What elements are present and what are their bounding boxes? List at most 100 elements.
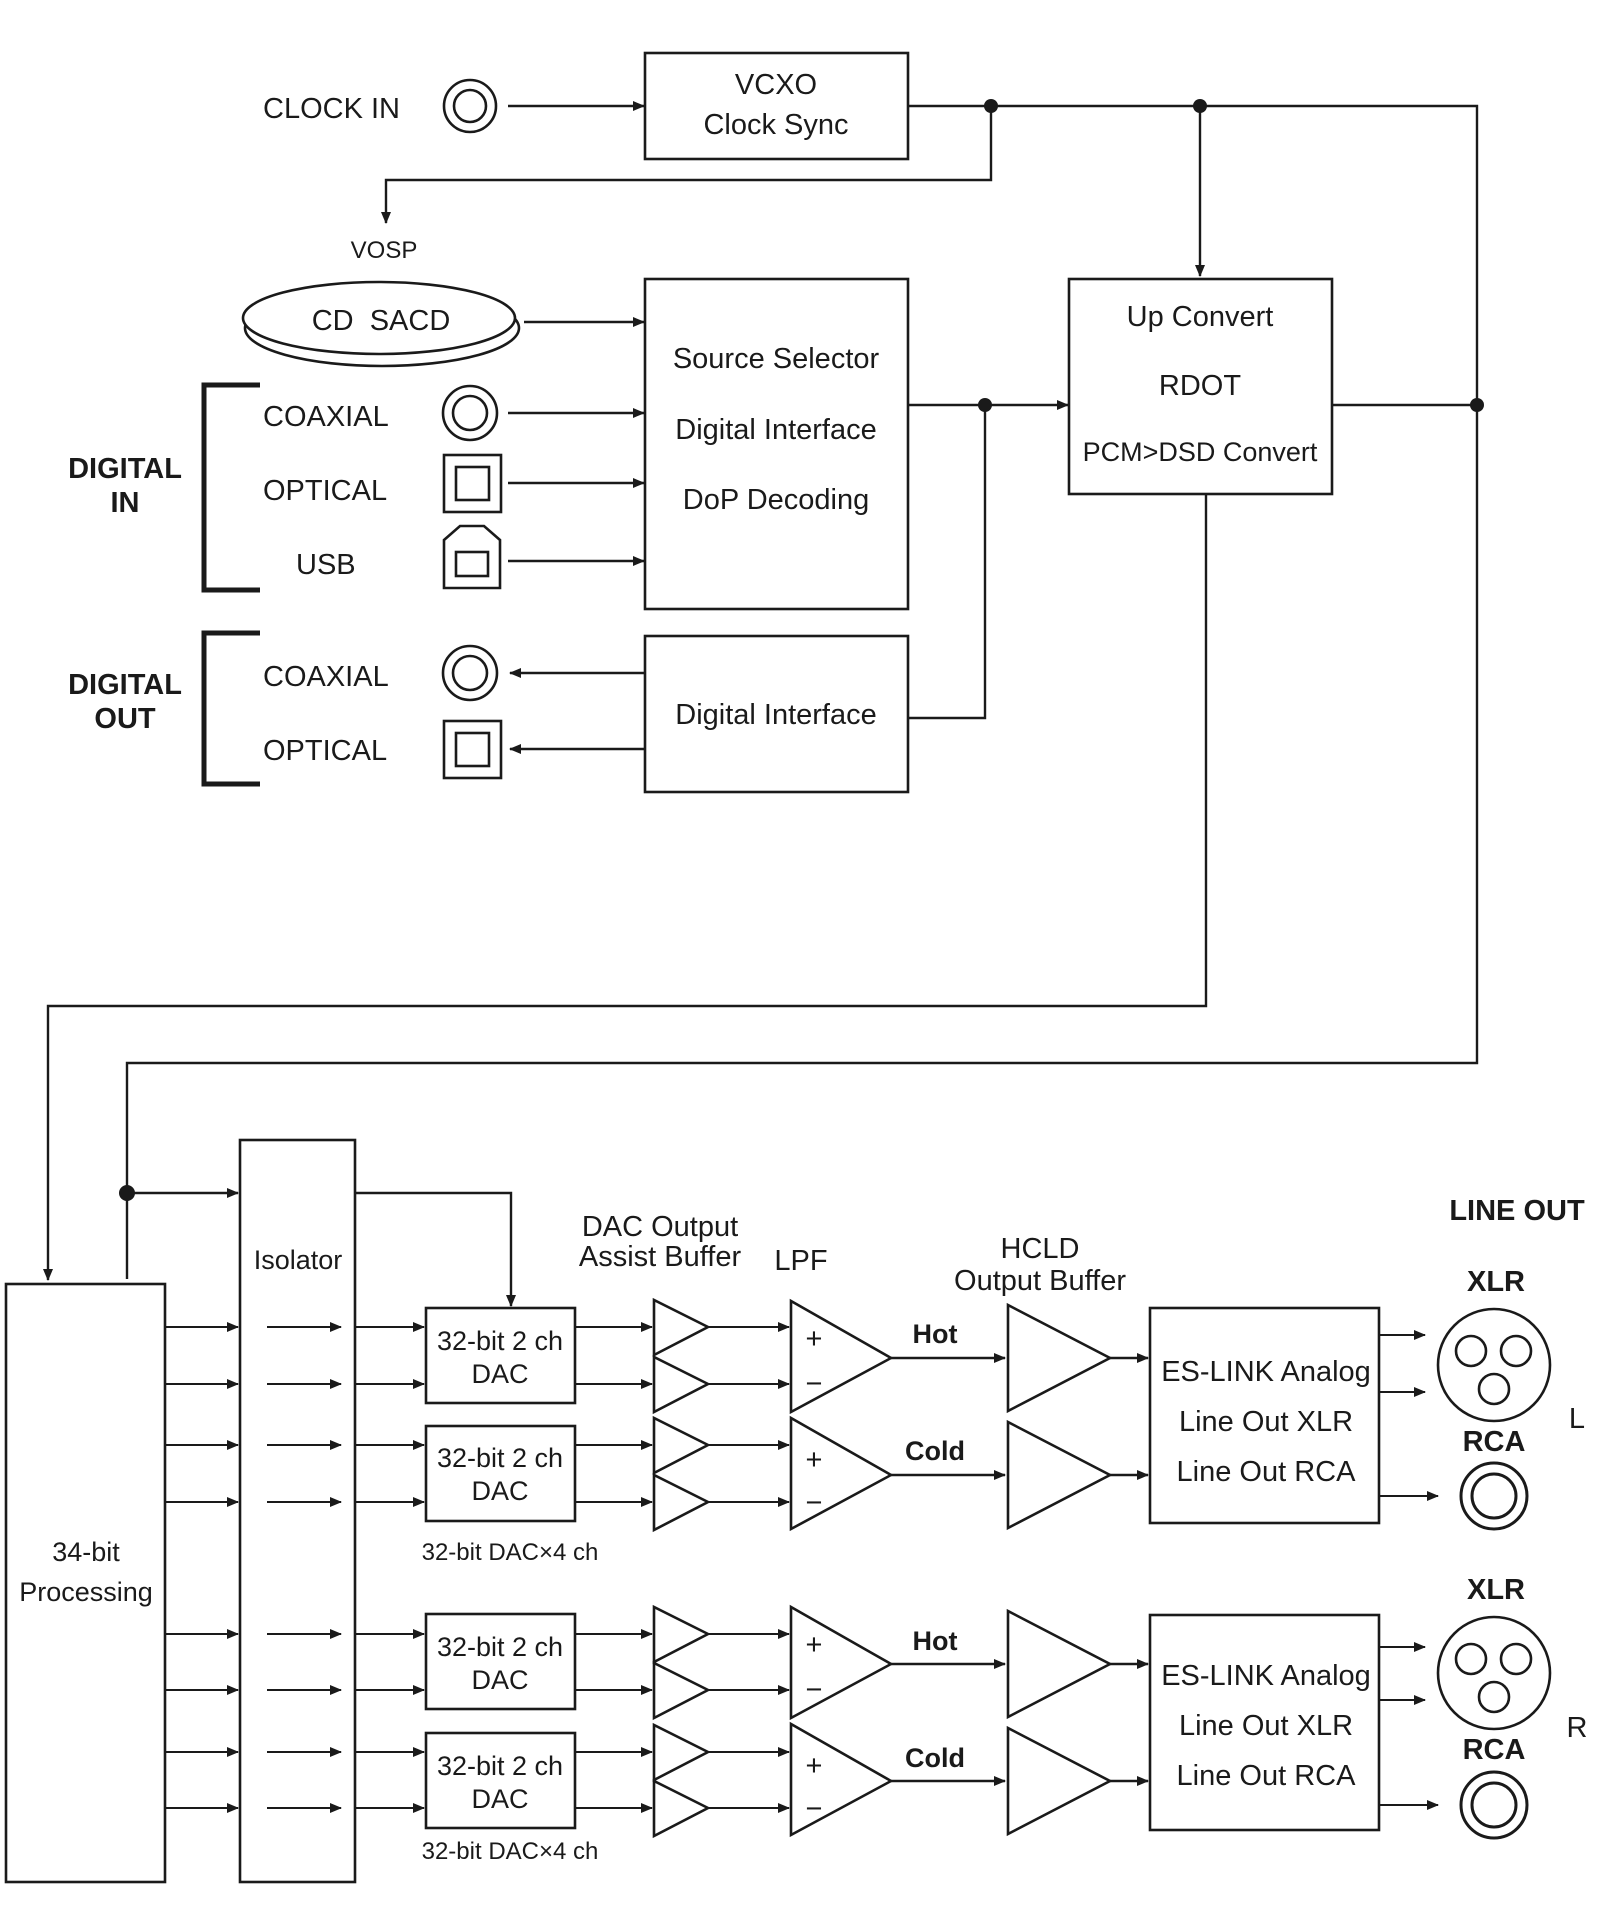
line-out-label: LINE OUT [1449, 1195, 1585, 1227]
digital-in-bracket [201, 382, 260, 593]
es-link-output-wires [1379, 1330, 1439, 1810]
cold-l-label: Cold [905, 1436, 965, 1466]
lpf-3-plus: + [806, 1629, 823, 1661]
rca-r-connector-icon [1459, 1770, 1529, 1840]
lpf-4-minus: − [806, 1793, 823, 1825]
isolator-to-dac-clock-wire [355, 1191, 516, 1307]
dac-block-3 [424, 1612, 577, 1711]
source-selector-block [643, 277, 910, 611]
up-convert-label: Up Convert [1127, 301, 1274, 333]
rca-r-label: RCA [1463, 1734, 1526, 1766]
channel-r-label: R [1567, 1712, 1588, 1744]
dop-decoding-label: DoP Decoding [683, 484, 869, 516]
xlr-r-connector-icon [1436, 1615, 1552, 1731]
line-out-rca-l-label: Line Out RCA [1177, 1456, 1357, 1488]
disc-icon [241, 280, 521, 368]
pcm-dsd-label: PCM>DSD Convert [1083, 437, 1318, 467]
dac-group-label-bottom: 32-bit DAC×4 ch [422, 1838, 599, 1865]
optical-out-label: OPTICAL [263, 735, 387, 767]
hcld-label-1: HCLD [1001, 1233, 1080, 1265]
digital-in-label-2: IN [111, 487, 140, 519]
es-link-l-label: ES-LINK Analog [1161, 1356, 1371, 1388]
line-out-xlr-r-label: Line Out XLR [1179, 1710, 1353, 1742]
processing-label-1: 34-bit [52, 1537, 120, 1567]
optical-in-jack-icon [442, 453, 503, 514]
rca-l-label: RCA [1463, 1426, 1526, 1458]
isolator-block [238, 1138, 357, 1884]
hot-r-label: Hot [913, 1626, 958, 1656]
dac-to-buffer-wires [575, 1322, 653, 1813]
lpf-4-plus: + [806, 1750, 823, 1782]
lpf-2-minus: − [806, 1487, 823, 1519]
digital-interface-in-label: Digital Interface [675, 414, 877, 446]
dac-4-label-1: 32-bit 2 ch [437, 1751, 563, 1781]
source-selector-label: Source Selector [673, 343, 880, 375]
lpf-2-plus: + [806, 1444, 823, 1476]
lpf-1-minus: − [806, 1368, 823, 1400]
dac-block-2 [424, 1424, 577, 1523]
line-out-rca-r-label: Line Out RCA [1177, 1760, 1357, 1792]
hot-l-label: Hot [913, 1319, 958, 1349]
usb-label: USB [296, 549, 356, 581]
digital-out-label-1: DIGITAL [68, 669, 182, 701]
clock-in-jack-icon [442, 78, 498, 134]
dac-2-label-1: 32-bit 2 ch [437, 1443, 563, 1473]
dac-buffer-label-1: DAC Output [582, 1211, 738, 1243]
cd-sacd-label: CD SACD [312, 305, 451, 337]
optical-in-label: OPTICAL [263, 475, 387, 507]
es-link-block-l [1148, 1306, 1381, 1525]
dac-block-4 [424, 1731, 577, 1830]
hcld-label-2: Output Buffer [954, 1265, 1126, 1297]
isolator-label: Isolator [254, 1245, 343, 1275]
dac-1-label-1: 32-bit 2 ch [437, 1326, 563, 1356]
assist-buffer-icons [652, 1297, 711, 1839]
clock-bus-wire [125, 104, 1479, 1279]
coaxial-in-label: COAXIAL [263, 401, 389, 433]
channel-l-label: L [1569, 1403, 1585, 1435]
lpf-1-plus: + [806, 1323, 823, 1355]
clock-in-label: CLOCK IN [263, 93, 400, 125]
lpf-amp-4-icon [789, 1721, 894, 1838]
hcld-buffer-2-icon [1006, 1419, 1113, 1531]
dac-3-label-2: DAC [471, 1665, 528, 1695]
usb-jack-icon [442, 524, 502, 590]
dac-2-label-2: DAC [471, 1476, 528, 1506]
processing-label-2: Processing [19, 1577, 153, 1607]
dac-3-label-1: 32-bit 2 ch [437, 1632, 563, 1662]
es-link-r-label: ES-LINK Analog [1161, 1660, 1371, 1692]
hcld-buffer-4-icon [1006, 1725, 1113, 1837]
channel-wires [165, 1322, 425, 1813]
upconvert-bus-junction [1470, 398, 1484, 412]
cold-r-label: Cold [905, 1743, 965, 1773]
dac-1-label-2: DAC [471, 1359, 528, 1389]
clock-to-vosp-wire [381, 106, 993, 224]
line-out-xlr-l-label: Line Out XLR [1179, 1406, 1353, 1438]
lpf-3-minus: − [806, 1674, 823, 1706]
hcld-buffer-1-icon [1006, 1302, 1113, 1414]
vcxo-label: VCXO [735, 69, 817, 101]
rca-l-connector-icon [1459, 1461, 1529, 1531]
up-convert-block [1067, 277, 1334, 496]
selector-to-digital-out-wire [908, 405, 987, 720]
es-link-block-r [1148, 1613, 1381, 1832]
upconvert-to-processing-wire [43, 494, 1208, 1281]
dac-block-1 [424, 1306, 577, 1405]
digital-out-interface-block [643, 634, 910, 794]
optical-out-jack-icon [442, 719, 503, 780]
coaxial-out-jack-icon [441, 644, 499, 702]
hcld-buffer-3-icon [1006, 1608, 1113, 1720]
lpf-amp-2-icon [789, 1415, 894, 1532]
xlr-r-label: XLR [1467, 1574, 1525, 1606]
dac-4-label-2: DAC [471, 1784, 528, 1814]
xlr-l-connector-icon [1436, 1307, 1552, 1423]
rdot-label: RDOT [1159, 370, 1241, 402]
digital-interface-out-label: Digital Interface [675, 699, 877, 731]
coaxial-out-label: COAXIAL [263, 661, 389, 693]
dac-buffer-label-2: Assist Buffer [579, 1241, 742, 1273]
clock-sync-label: Clock Sync [703, 109, 848, 141]
lpf-amp-3-icon [789, 1604, 894, 1721]
lpf-label: LPF [774, 1245, 827, 1277]
processing-block [4, 1282, 167, 1884]
xlr-l-label: XLR [1467, 1266, 1525, 1298]
